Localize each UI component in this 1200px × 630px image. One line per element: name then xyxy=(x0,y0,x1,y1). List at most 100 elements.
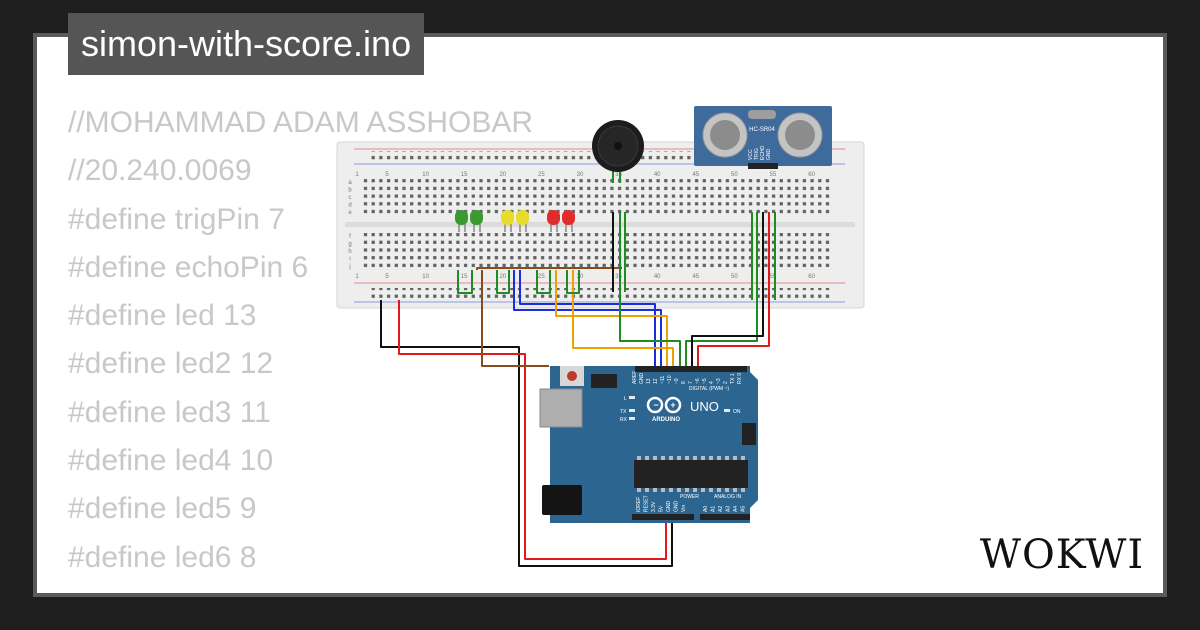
sensor-pin-label: TRIG xyxy=(754,148,760,160)
chip-pin xyxy=(653,456,657,460)
digital-pin-label: 13 xyxy=(646,378,652,384)
wire-brown-led xyxy=(481,270,549,367)
code-line: //20.240.0069 xyxy=(68,154,252,188)
row-letter: g xyxy=(348,242,351,248)
wires xyxy=(380,212,776,567)
chip-pin xyxy=(693,488,697,492)
digital-pin-label: ~11 xyxy=(660,376,666,384)
wire-red-sensor xyxy=(697,212,770,368)
digital-pin-label: GND xyxy=(639,373,645,385)
column-number: 10 xyxy=(422,172,429,178)
chip-pin xyxy=(677,488,681,492)
led-label-l: L xyxy=(624,396,627,402)
center-channel xyxy=(345,222,855,227)
analog-pin-label: A4 xyxy=(733,506,739,512)
wire-green-sensor-b xyxy=(685,212,758,368)
column-number: 40 xyxy=(654,274,661,280)
column-number: 45 xyxy=(692,172,699,178)
code-line: #define trigPin 7 xyxy=(68,202,285,236)
column-number: 60 xyxy=(808,274,815,280)
digital-header xyxy=(635,366,747,372)
power-jack xyxy=(542,485,582,515)
led-label-tx: TX xyxy=(620,409,627,415)
column-number: 45 xyxy=(692,274,699,280)
chip-pin xyxy=(717,488,721,492)
power-rail-bottom xyxy=(370,288,830,299)
wire-blue-a xyxy=(513,270,662,368)
column-number: 15 xyxy=(461,172,468,178)
wokwi-wordmark: WOKWI xyxy=(980,532,1144,578)
column-number: 15 xyxy=(461,274,468,280)
chip-pin xyxy=(701,488,705,492)
column-number: 40 xyxy=(654,172,661,178)
column-number: 1 xyxy=(355,274,359,280)
led-red xyxy=(547,210,575,232)
column-number: 55 xyxy=(770,172,777,178)
chip-pin xyxy=(693,456,697,460)
code-line: #define echoPin 6 xyxy=(68,250,309,284)
analog-pin-label: A5 xyxy=(741,506,747,512)
svg-text:+: + xyxy=(670,400,675,410)
chip-pin xyxy=(717,456,721,460)
row-letter: f xyxy=(349,234,351,240)
power-pin-label: IOREF xyxy=(636,497,642,512)
column-number: 5 xyxy=(385,274,389,280)
chip-pin xyxy=(709,456,713,460)
wokwi-logo: WOKWI xyxy=(980,532,1144,578)
sensor-label: HC-SR04 xyxy=(749,127,775,133)
sensor-pin-label: ECHO xyxy=(760,145,766,160)
digital-pin-label: ~10 xyxy=(667,375,673,384)
chip-pin xyxy=(733,488,737,492)
code-line: #define led5 9 xyxy=(68,492,257,526)
chip-pin xyxy=(653,488,657,492)
wire-green-led2 xyxy=(496,270,510,294)
chip-pin xyxy=(645,488,649,492)
wire-brown-top xyxy=(476,267,622,270)
code-line: #define led3 11 xyxy=(68,395,271,429)
led-green xyxy=(455,210,483,232)
chip-pin xyxy=(741,488,745,492)
analog-pin-label: A2 xyxy=(718,506,724,512)
chip-pin xyxy=(685,456,689,460)
digital-pin-label: 12 xyxy=(653,378,659,384)
row-letter: e xyxy=(348,210,352,216)
chip-pin xyxy=(725,456,729,460)
analog-pin-label: A3 xyxy=(726,506,732,512)
project-filename: simon-with-score.ino xyxy=(68,13,425,75)
chip-pin xyxy=(709,488,713,492)
digital-pin-label: 4 xyxy=(709,381,715,384)
chip-pin xyxy=(677,456,681,460)
column-number: 35 xyxy=(615,172,622,178)
power-pin-label: 3.3V xyxy=(651,501,657,512)
microcontroller-chip xyxy=(634,460,748,488)
row-letter: i xyxy=(349,257,350,263)
row-letter: c xyxy=(349,195,352,201)
power-header xyxy=(632,514,694,520)
code-line: #define led 13 xyxy=(68,299,257,333)
column-number: 50 xyxy=(731,172,738,178)
row-letter: d xyxy=(348,203,351,209)
chip-pin xyxy=(661,456,665,460)
chip-pin xyxy=(741,456,745,460)
digital-pin-label: ~5 xyxy=(702,378,708,384)
wire-blue-b xyxy=(519,270,656,368)
wire-green-led1 xyxy=(457,270,473,294)
digital-pin-label: TX 1 xyxy=(730,373,736,384)
code-line: #define buzzer 2 xyxy=(68,582,533,593)
wire-green-buzzer-a xyxy=(619,212,681,368)
wire-green-led4 xyxy=(566,270,580,294)
code-line: //MOHAMMAD ADAM ASSHOBAR xyxy=(68,106,534,139)
row-letter: b xyxy=(348,188,352,194)
wire-black-gnd xyxy=(380,300,673,567)
wire-red-5v xyxy=(398,300,667,560)
analog-header xyxy=(700,514,750,520)
board-model: UNO xyxy=(690,399,719,414)
digital-pin-label: ~3 xyxy=(716,378,722,384)
